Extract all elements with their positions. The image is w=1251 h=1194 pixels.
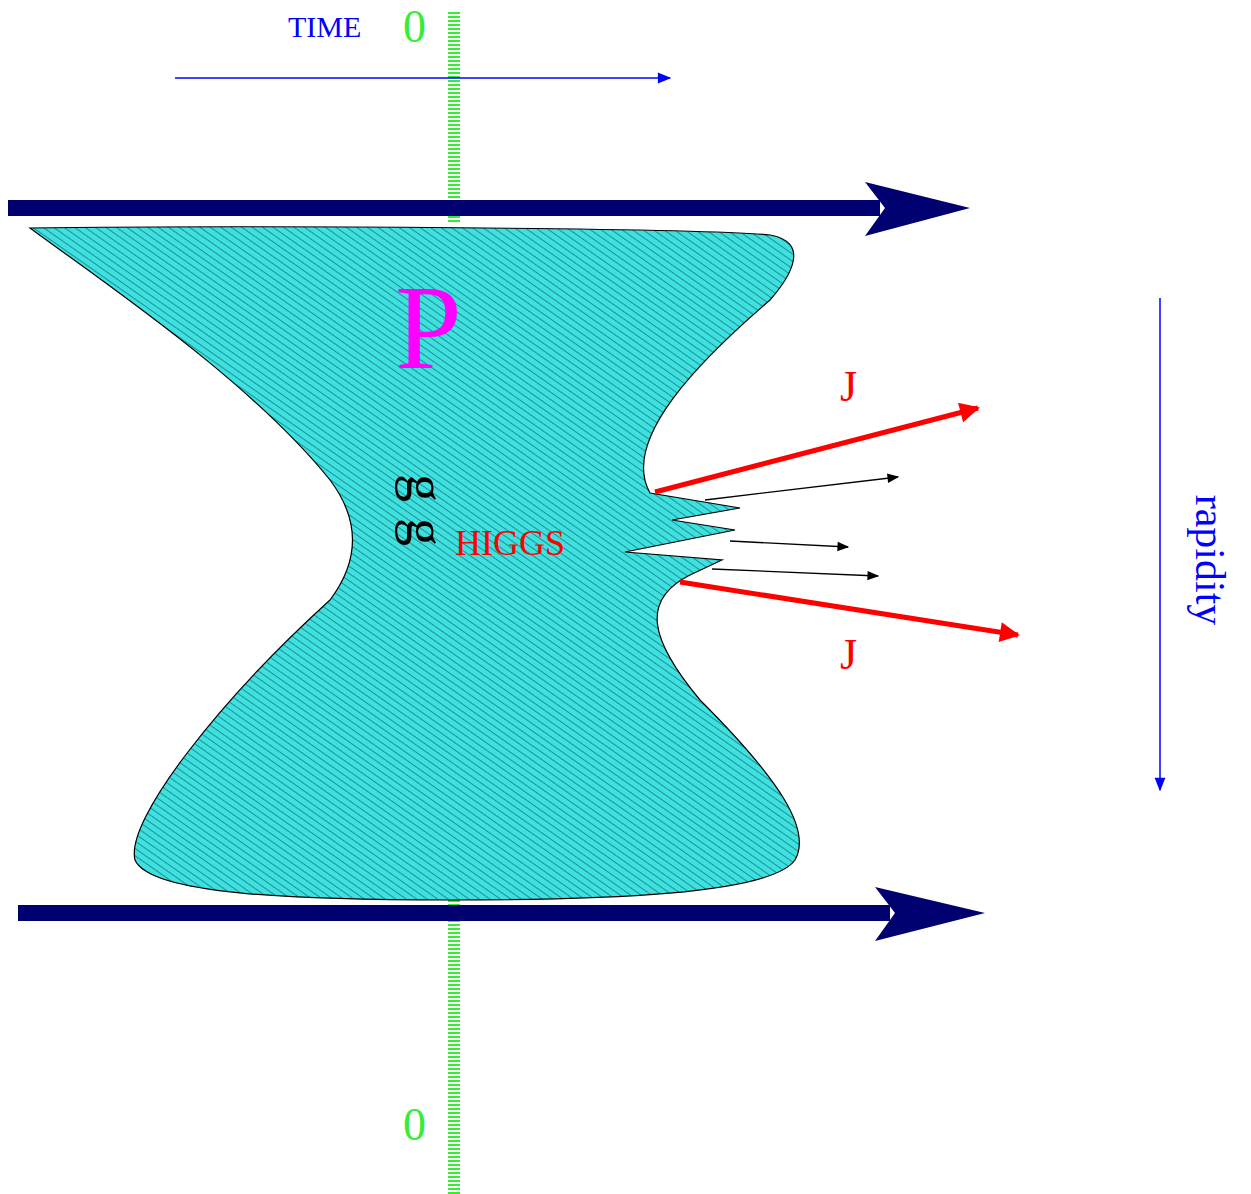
jet-label: J xyxy=(840,365,857,409)
proton-arrowhead xyxy=(865,182,970,236)
time-zero: 0 xyxy=(403,1102,426,1148)
higgs-label: HIGGS xyxy=(455,525,565,561)
proton-arrowhead xyxy=(875,887,985,941)
gluon-label: g xyxy=(398,474,454,502)
jet-arrow xyxy=(680,582,1018,635)
jet-label: J xyxy=(840,633,857,677)
particle-arrow xyxy=(712,569,878,576)
proton-line xyxy=(18,905,890,921)
time-zero: 0 xyxy=(403,4,426,50)
proton-line xyxy=(8,200,880,216)
time-axis xyxy=(448,12,460,222)
jet-arrow xyxy=(655,408,978,492)
pomeron-label: P xyxy=(395,268,462,388)
gluon-label: g xyxy=(398,518,454,546)
pomeron-region: PggHIGGS xyxy=(28,220,803,910)
axis-label: rapidity xyxy=(1189,495,1231,626)
particle-arrow xyxy=(705,477,898,500)
rapidity-arrow xyxy=(1159,298,1161,790)
axis-label: TIME xyxy=(288,12,361,42)
time-axis xyxy=(448,900,460,1194)
time-arrow xyxy=(175,77,670,79)
particle-arrow xyxy=(730,541,848,547)
